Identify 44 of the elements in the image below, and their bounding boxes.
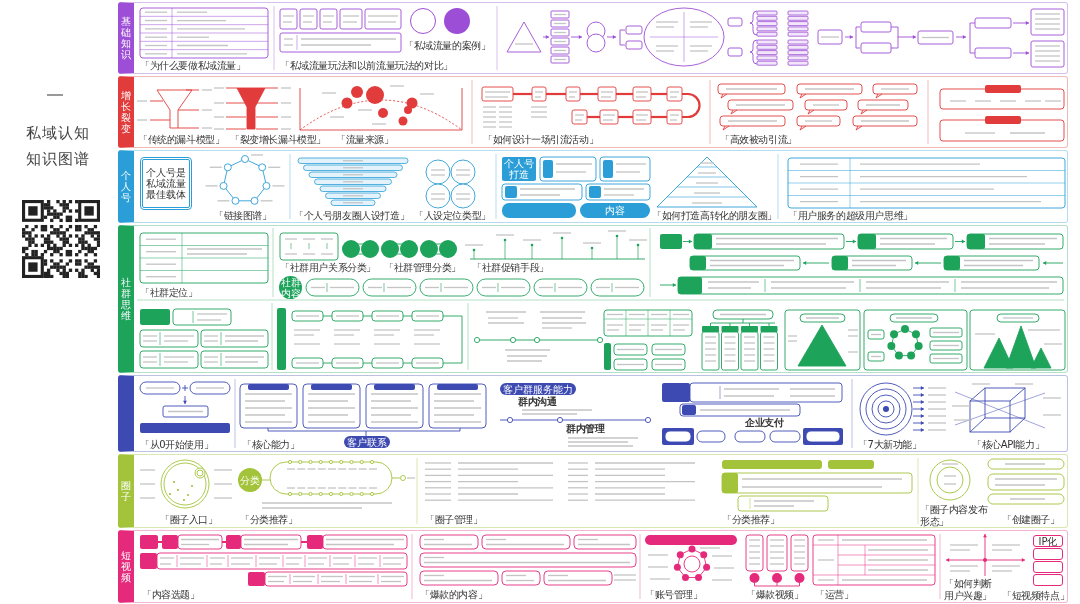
figure-caption: 「传统的漏斗模型」 [138,134,225,146]
figure-caption: 「爆款的内容」 [420,589,488,601]
figure-caption: 「圈子入口」 [160,514,218,526]
sub-heading: 群内沟通 [518,396,557,408]
figure-caption: 「社群用户关系分类」 [280,262,376,274]
page-title: 私域认知知识图谱 [26,123,91,170]
figure-caption: 「爆款视频」 [746,589,804,601]
figure-caption: 「社群管理分类」 [384,262,461,274]
section-label: 社群思维 [120,276,132,323]
figure-caption: 「高效被动引流」 [720,134,797,146]
section-label: 圈子 [120,479,132,504]
figure-caption: 「社群促销手段」 [472,262,549,274]
section-label: 基础知识 [120,15,132,62]
figure-caption: 「核心API能力」 [972,439,1045,451]
sub-heading: 企业支付 [745,417,784,429]
figure-caption: 「内容选题」 [142,589,200,601]
figure-caption: 「圈子管理」 [425,514,483,526]
figure-caption: 「为什么要做私域流量」 [140,60,246,72]
figure-caption: 「分类推荐」 [240,514,298,526]
figure-caption: 「社群定位」 [140,287,198,299]
figure-caption: 「7大新功能」 [858,439,922,451]
sub-heading: 群内管理 [566,423,605,435]
figure-caption: 「私域流量玩法和以前流量玩法的对比」 [280,60,453,72]
figure-caption: 「人设定位类型」 [414,210,491,222]
figure-caption: 「账号管理」 [645,589,703,601]
figure-caption: 「链接图谱」 [214,210,272,222]
figure-caption: 「短视频特点」 [1002,590,1070,602]
figure-caption: 「从0开始使用」 [140,439,214,451]
section-label: 个人号 [120,169,132,205]
section-label: 增长裂变 [120,89,132,136]
figure-caption: 「创建圈子」 [1002,514,1060,526]
figure-caption: 「裂变增长漏斗模型」 [230,134,326,146]
section-label: 短视频 [120,549,132,585]
figure-caption: 「分类推荐」 [722,514,780,526]
figure-caption: 「流量来源」 [336,134,394,146]
figure-caption: 「运营」 [815,589,854,601]
figure-caption: 「个人号朋友圈人设打造」 [294,210,410,222]
figure-caption: 「用户服务的超级用户思维」 [788,210,913,222]
figure-caption: 「核心能力」 [242,439,300,451]
figure-caption: 「如何判断用户兴趣」 [944,578,993,601]
figure-caption: 「圈子内容发布形态」 [920,504,989,527]
figure-caption: 「私域流量的案例」 [404,40,491,52]
figure-caption: 「如何设计一场引流活动」 [483,134,599,146]
figure-caption: 「如何打造高转化的朋友圈」 [652,210,777,222]
